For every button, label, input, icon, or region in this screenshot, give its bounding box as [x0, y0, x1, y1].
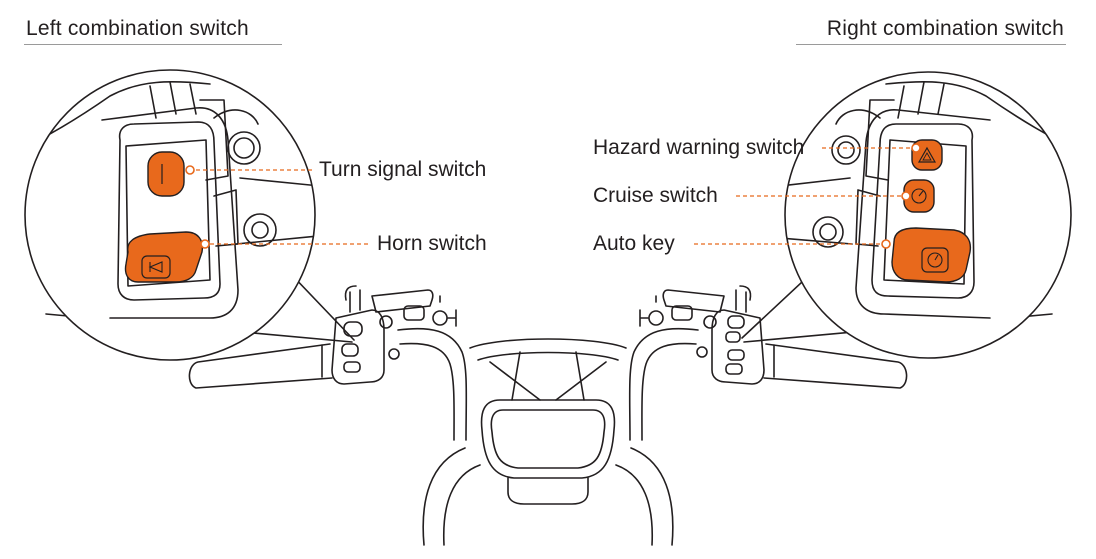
left-grip	[188, 343, 333, 389]
headlight-housing	[480, 399, 616, 505]
handlebar-bar	[397, 327, 699, 441]
left-zoom-circle	[24, 69, 316, 361]
horn-switch-label: Horn switch	[377, 232, 487, 255]
right-heading-underline	[796, 44, 1066, 45]
left-switch-housing-small	[331, 309, 400, 385]
right-combination-switch-heading: Right combination switch	[826, 17, 1064, 40]
front-basket-frame	[469, 338, 627, 401]
right-switch-housing-small	[696, 309, 765, 385]
scooter-front-outline	[422, 447, 674, 546]
hazard-warning-switch-label: Hazard warning switch	[593, 136, 805, 159]
auto-key-button	[891, 227, 972, 283]
left-heading-underline	[24, 44, 282, 45]
callout-leader-lines	[196, 147, 910, 245]
right-grip	[763, 343, 908, 389]
cruise-switch-label: Cruise switch	[593, 184, 718, 207]
turn-signal-switch-label: Turn signal switch	[319, 158, 487, 181]
turn-signal-switch-button	[147, 151, 185, 197]
cruise-switch-button	[903, 179, 935, 213]
left-combination-switch-heading: Left combination switch	[26, 17, 249, 40]
auto-key-label: Auto key	[593, 232, 675, 255]
horn-switch-button	[124, 231, 204, 283]
callout-anchor-dots	[185, 143, 921, 249]
left-zoom-detail	[25, 81, 315, 319]
left-master-cylinder	[344, 285, 457, 327]
right-master-cylinder	[639, 285, 752, 327]
